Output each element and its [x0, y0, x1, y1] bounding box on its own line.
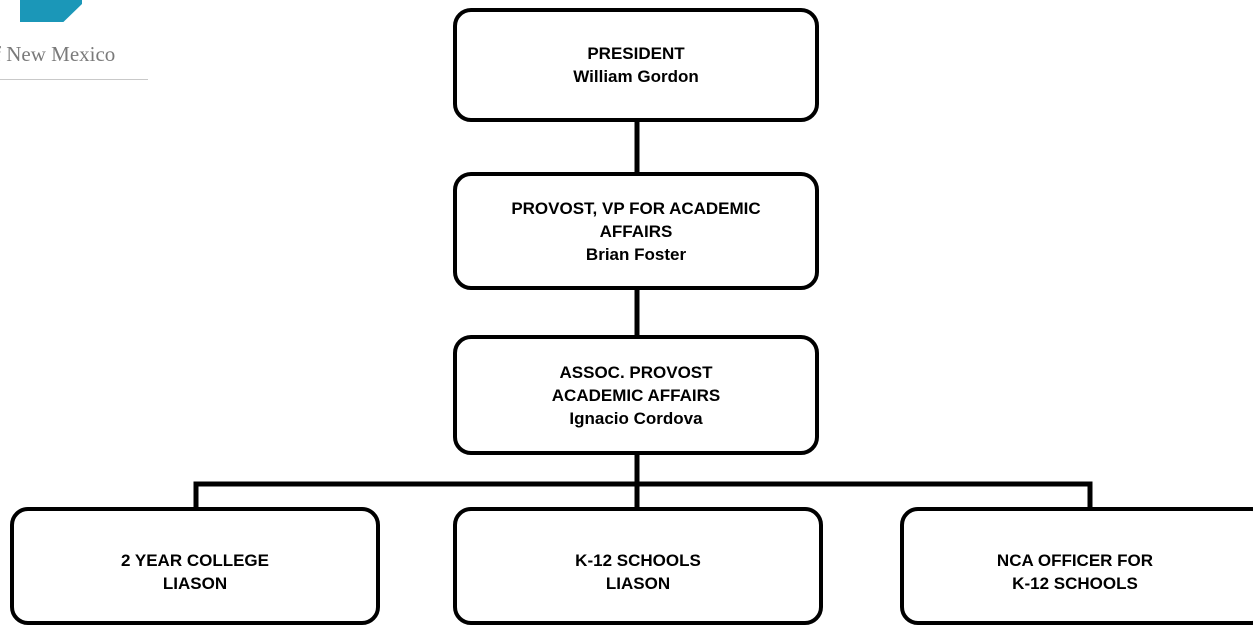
logo-mark-icon [20, 0, 82, 22]
liaison-box-nca-officer: NCA OFFICER FOR K-12 SCHOOLS [900, 507, 1253, 625]
university-logo: f New Mexico [0, 0, 160, 90]
provost-name: Brian Foster [585, 244, 687, 264]
liaison-line1: K-12 SCHOOLS [575, 551, 701, 570]
liaison-line2: LIASON [605, 574, 671, 593]
provost-title-line2: AFFAIRS [599, 221, 673, 241]
assoc-provost-box: ASSOC. PROVOST ACADEMIC AFFAIRS Ignacio … [453, 335, 819, 455]
provost-title-line1: PROVOST, VP FOR ACADEMIC [511, 198, 761, 218]
liaison-box-k12-schools: K-12 SCHOOLS LIASON [453, 507, 823, 625]
provost-box: PROVOST, VP FOR ACADEMIC AFFAIRS Brian F… [453, 172, 819, 290]
logo-divider [0, 79, 148, 80]
liaison-line1: NCA OFFICER FOR [996, 551, 1154, 570]
liaison-line2: K-12 SCHOOLS [1012, 574, 1138, 593]
liaison-box-2-year-college: 2 YEAR COLLEGE LIASON [10, 507, 380, 625]
president-box: PRESIDENT William Gordon [453, 8, 819, 122]
assoc-provost-title-line1: ASSOC. PROVOST [559, 362, 713, 382]
liaison-line1: 2 YEAR COLLEGE [121, 551, 269, 570]
president-name: William Gordon [573, 67, 699, 86]
logo-text: f New Mexico [0, 42, 116, 66]
assoc-provost-title-line2: ACADEMIC AFFAIRS [551, 385, 721, 405]
liaison-line2: LIASON [162, 574, 228, 593]
assoc-provost-name: Ignacio Cordova [569, 408, 703, 428]
president-title: PRESIDENT [587, 44, 685, 63]
